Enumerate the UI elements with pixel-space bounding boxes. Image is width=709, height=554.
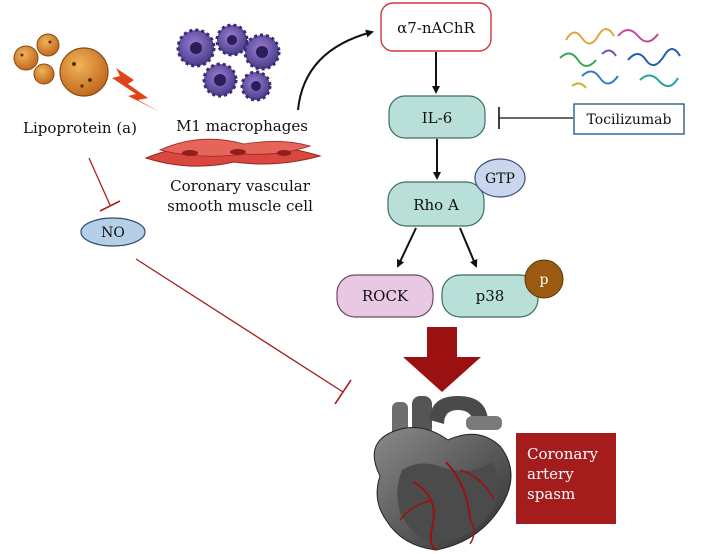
smooth-muscle-cells-icon xyxy=(144,138,322,167)
p38-label: p38 xyxy=(476,287,505,305)
tocilizumab-label: Tocilizumab xyxy=(587,112,672,128)
tocilizumab-node: Tocilizumab xyxy=(573,103,685,135)
spasm-label-line3: spasm xyxy=(527,485,575,503)
macrophages-label: M1 macrophages xyxy=(176,117,308,135)
a7-nachr-node: α7-nAChR xyxy=(380,2,492,52)
rock-node: ROCK xyxy=(336,274,434,318)
gtp-label: GTP xyxy=(485,171,515,187)
lipoprotein-inhibits-no xyxy=(88,157,121,212)
spasm-label-line1: Coronary xyxy=(527,445,598,463)
no-label: NO xyxy=(101,225,125,241)
p38-node: p38 xyxy=(441,274,539,318)
lightning-icon xyxy=(112,68,160,112)
rock-label: ROCK xyxy=(362,287,409,305)
phospho-node: p xyxy=(524,259,564,299)
protein-structure-icon xyxy=(559,28,681,89)
il6-node: IL-6 xyxy=(388,95,486,139)
tocilizumab-inhibits-il6 xyxy=(498,107,573,129)
heart-icon xyxy=(373,396,512,551)
macrophage-to-a7-arrow xyxy=(297,29,374,111)
rhoa-node: Rho A xyxy=(387,181,485,227)
rhoa-to-rock-arrow xyxy=(396,227,417,268)
phospho-label: p xyxy=(540,272,549,288)
smooth-muscle-label-line2: smooth muscle cell xyxy=(167,197,313,215)
rhoa-to-p38-arrow xyxy=(459,227,478,268)
big-down-arrow xyxy=(403,327,481,392)
coronary-spasm-box: Coronary artery spasm xyxy=(516,433,616,524)
smooth-muscle-label-line1: Coronary vascular xyxy=(170,177,311,195)
no-inhibits-heart xyxy=(135,258,352,405)
lipoprotein-particles-icon xyxy=(13,33,109,97)
spasm-label-line2: artery xyxy=(527,465,574,483)
gtp-node: GTP xyxy=(474,158,526,198)
il6-label: IL-6 xyxy=(422,109,453,127)
a7-nachr-label: α7-nAChR xyxy=(397,19,475,37)
lipoprotein-label: Lipoprotein (a) xyxy=(23,119,137,137)
macrophage-cells-icon xyxy=(176,23,281,102)
no-node: NO xyxy=(80,217,146,247)
rhoa-label: Rho A xyxy=(413,196,459,214)
